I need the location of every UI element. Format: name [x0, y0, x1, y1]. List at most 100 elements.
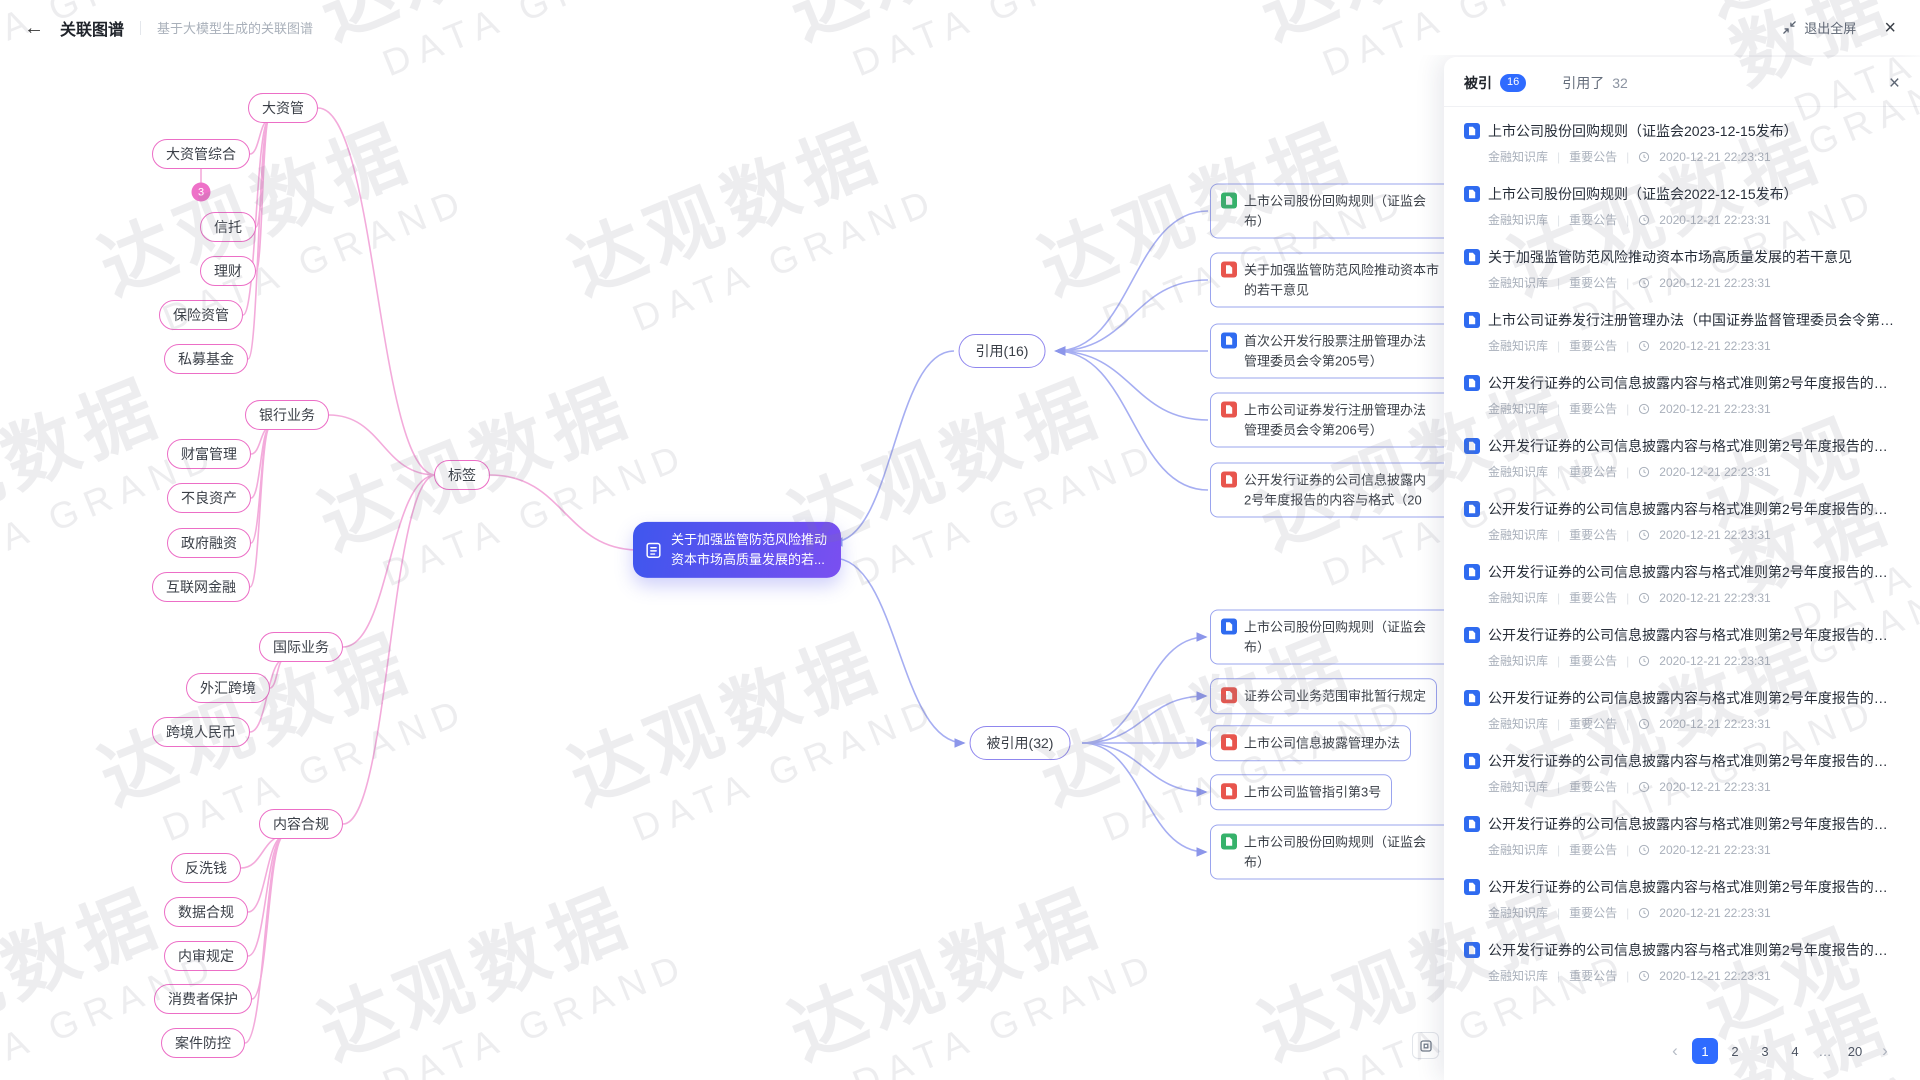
- graph-leaf-node[interactable]: 跨境人民币: [152, 717, 250, 747]
- graph-leaf-node[interactable]: 案件防控: [161, 1028, 245, 1058]
- doc-library: 金融知识库: [1488, 843, 1549, 857]
- page-button-1[interactable]: 1: [1692, 1038, 1718, 1064]
- graph-doc-node[interactable]: 上市公司监管指引第3号: [1210, 774, 1393, 810]
- doc-time: 2020-12-21 22:23:31: [1659, 149, 1771, 164]
- list-item[interactable]: 上市公司证券发行注册管理办法（中国证券监督管理委员会令第2…金融知识库|重要公告…: [1444, 301, 1920, 364]
- meta-separator: |: [1557, 275, 1561, 290]
- doc-tag: 重要公告: [1569, 654, 1618, 668]
- graph-leaf-node[interactable]: 信托: [200, 212, 256, 242]
- doc-type-icon: [1221, 192, 1237, 209]
- graph-group-node[interactable]: 银行业务: [245, 400, 329, 430]
- list-item[interactable]: 公开发行证券的公司信息披露内容与格式准则第2号年度报告的内…金融知识库|重要公告…: [1444, 427, 1920, 490]
- graph-hub-citing[interactable]: 被引用(32): [969, 726, 1071, 760]
- graph-doc-node[interactable]: 上市公司证券发行注册管理办法 管理委员会令第206号）: [1210, 392, 1462, 448]
- doc-title: 公开发行证券的公司信息披露内容与格式准则第2号年度报告的内…: [1488, 438, 1900, 454]
- clock-icon: [1638, 907, 1650, 919]
- graph-leaf-node[interactable]: 内审规定: [164, 941, 248, 971]
- list-item[interactable]: 公开发行证券的公司信息披露内容与格式准则第2号年度报告的内…金融知识库|重要公告…: [1444, 742, 1920, 805]
- list-item[interactable]: 关于加强监管防范风险推动资本市场高质量发展的若干意见金融知识库|重要公告|202…: [1444, 238, 1920, 301]
- graph-doc-node[interactable]: 上市公司股份回购规则（证监会 布）: [1210, 824, 1462, 880]
- meta-separator: |: [1557, 527, 1561, 542]
- clock-icon: [1638, 340, 1650, 352]
- list-item[interactable]: 公开发行证券的公司信息披露内容与格式准则第2号年度报告的内…金融知识库|重要公告…: [1444, 868, 1920, 931]
- list-item[interactable]: 公开发行证券的公司信息披露内容与格式准则第2号年度报告的内…金融知识库|重要公告…: [1444, 679, 1920, 742]
- tab-cited-by[interactable]: 被引 16: [1464, 73, 1527, 93]
- graph-doc-node[interactable]: 上市公司股份回购规则（证监会 布）: [1210, 183, 1462, 239]
- graph-group-node[interactable]: 大资管: [248, 93, 318, 123]
- citations-panel: 被引 16 引用了 32 × 上市公司股份回购规则（证监会2023-12-15发…: [1444, 57, 1920, 1080]
- doc-icon: [1464, 690, 1480, 706]
- meta-separator: |: [1557, 212, 1561, 227]
- page-button-2[interactable]: 2: [1722, 1038, 1748, 1064]
- panel-close-button[interactable]: ×: [1888, 72, 1900, 94]
- meta-separator: |: [1626, 653, 1630, 668]
- doc-time: 2020-12-21 22:23:31: [1659, 968, 1771, 983]
- clock-icon: [1638, 781, 1650, 793]
- doc-icon: [1464, 942, 1480, 958]
- exit-fullscreen-button[interactable]: 退出全屏: [1782, 18, 1856, 37]
- graph-leaf-node[interactable]: 大资管综合: [152, 139, 250, 169]
- graph-doc-node[interactable]: 首次公开发行股票注册管理办法 管理委员会令第205号）: [1210, 323, 1462, 379]
- meta-separator: |: [1626, 779, 1630, 794]
- page-button-4[interactable]: 4: [1782, 1038, 1808, 1064]
- doc-library: 金融知识库: [1488, 654, 1549, 668]
- list-item[interactable]: 公开发行证券的公司信息披露内容与格式准则第2号年度报告的内…金融知识库|重要公告…: [1444, 364, 1920, 427]
- collapsed-count-badge[interactable]: 3: [191, 182, 211, 202]
- graph-leaf-node[interactable]: 私募基金: [164, 344, 248, 374]
- graph-doc-node[interactable]: 公开发行证券的公司信息披露内 2号年度报告的内容与格式（20: [1210, 462, 1462, 518]
- page-prev-button[interactable]: ‹: [1662, 1038, 1688, 1064]
- graph-doc-node[interactable]: 证券公司业务范围审批暂行规定: [1210, 678, 1438, 714]
- graph-tag-node[interactable]: 标签: [434, 460, 490, 490]
- doc-tag: 重要公告: [1569, 339, 1618, 353]
- list-item[interactable]: 公开发行证券的公司信息披露内容与格式准则第2号年度报告的内…金融知识库|重要公告…: [1444, 931, 1920, 994]
- tab-cites[interactable]: 引用了 32: [1562, 73, 1628, 93]
- list-item[interactable]: 公开发行证券的公司信息披露内容与格式准则第2号年度报告的内…金融知识库|重要公告…: [1444, 490, 1920, 553]
- graph-leaf-node[interactable]: 财富管理: [167, 439, 251, 469]
- list-item[interactable]: 公开发行证券的公司信息披露内容与格式准则第2号年度报告的内…金融知识库|重要公告…: [1444, 805, 1920, 868]
- close-button[interactable]: ×: [1884, 16, 1896, 39]
- graph-group-node[interactable]: 国际业务: [259, 632, 343, 662]
- cites-count: 32: [1612, 75, 1628, 91]
- doc-time: 2020-12-21 22:23:31: [1659, 338, 1771, 353]
- list-item[interactable]: 公开发行证券的公司信息披露内容与格式准则第2号年度报告的内…金融知识库|重要公告…: [1444, 553, 1920, 616]
- list-item[interactable]: 上市公司股份回购规则（证监会2022-12-15发布）金融知识库|重要公告|20…: [1444, 175, 1920, 238]
- clock-icon: [1638, 466, 1650, 478]
- list-item[interactable]: 上市公司股份回购规则（证监会2023-12-15发布）金融知识库|重要公告|20…: [1444, 112, 1920, 175]
- meta-separator: |: [1626, 842, 1630, 857]
- graph-leaf-node[interactable]: 外汇跨境: [186, 673, 270, 703]
- doc-tag: 重要公告: [1569, 843, 1618, 857]
- graph-group-node[interactable]: 内容合规: [259, 809, 343, 839]
- clock-icon: [1638, 403, 1650, 415]
- doc-title: 上市公司证券发行注册管理办法（中国证券监督管理委员会令第2…: [1488, 312, 1900, 328]
- doc-library: 金融知识库: [1488, 969, 1549, 983]
- graph-doc-node[interactable]: 上市公司股份回购规则（证监会 布）: [1210, 609, 1462, 665]
- graph-center-node[interactable]: 关于加强监管防范风险推动 资本市场高质量发展的若...: [632, 521, 842, 579]
- page-next-button[interactable]: ›: [1872, 1038, 1898, 1064]
- doc-library: 金融知识库: [1488, 339, 1549, 353]
- list-item[interactable]: 公开发行证券的公司信息披露内容与格式准则第2号年度报告的内…金融知识库|重要公告…: [1444, 616, 1920, 679]
- back-button[interactable]: ←: [24, 16, 44, 39]
- graph-leaf-node[interactable]: 消费者保护: [154, 984, 252, 1014]
- graph-leaf-node[interactable]: 数据合规: [164, 897, 248, 927]
- meta-separator: |: [1626, 275, 1630, 290]
- doc-tag: 重要公告: [1569, 591, 1618, 605]
- graph-doc-node[interactable]: 上市公司信息披露管理办法: [1210, 725, 1412, 761]
- canvas-capture-button[interactable]: [1412, 1032, 1439, 1059]
- graph-leaf-node[interactable]: 不良资产: [167, 483, 251, 513]
- graph-leaf-node[interactable]: 政府融资: [167, 528, 251, 558]
- graph-doc-node[interactable]: 关于加强监管防范风险推动资本市 的若干意见: [1210, 252, 1462, 308]
- graph-leaf-node[interactable]: 理财: [200, 256, 256, 286]
- doc-library: 金融知识库: [1488, 465, 1549, 479]
- meta-separator: |: [1626, 212, 1630, 227]
- doc-title: 公开发行证券的公司信息披露内容与格式准则第2号年度报告的内…: [1488, 564, 1900, 580]
- meta-separator: |: [1626, 401, 1630, 416]
- graph-leaf-node[interactable]: 保险资管: [159, 300, 243, 330]
- graph-leaf-node[interactable]: 反洗钱: [171, 853, 241, 883]
- doc-icon: [1464, 879, 1480, 895]
- doc-node-title: 上市公司信息披露管理办法: [1244, 735, 1401, 751]
- page-button-20[interactable]: 20: [1842, 1038, 1868, 1064]
- graph-hub-cited[interactable]: 引用(16): [958, 334, 1046, 368]
- page-button-3[interactable]: 3: [1752, 1038, 1778, 1064]
- graph-leaf-node[interactable]: 互联网金融: [152, 572, 250, 602]
